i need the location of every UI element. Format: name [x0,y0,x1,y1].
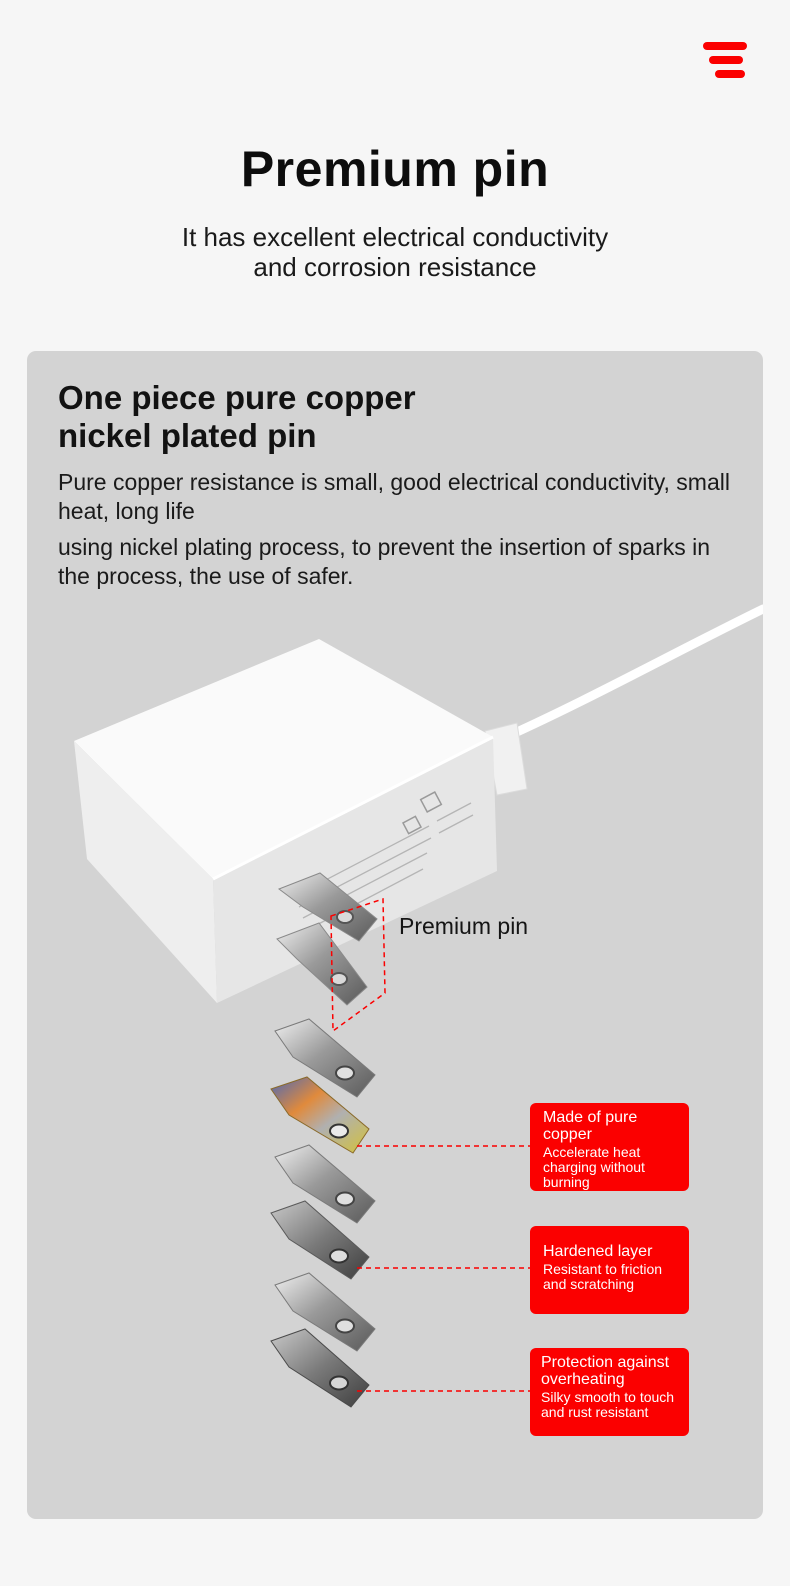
card-title-line-1: One piece pure copper [58,379,416,416]
adapter-body [74,639,497,1003]
feature-card: One piece pure copper nickel plated pin … [27,351,763,1519]
callout-pure-copper: Made of pure copper Accelerate heat char… [530,1103,689,1191]
callout-leaders [357,1145,530,1392]
card-description: Pure copper resistance is small, good el… [58,468,748,598]
subtitle-line-1: It has excellent electrical conductivity [181,222,609,252]
callout-heading: Hardened layer [543,1243,653,1260]
pin-label: Premium pin [399,913,529,939]
menu-icon[interactable] [703,42,747,82]
description-paragraph-1: Pure copper resistance is small, good el… [58,469,730,524]
callout-detail: Resistant to friction and scratching [543,1261,663,1292]
callout-heading: Protection against overheating [541,1354,670,1388]
card-title: One piece pure copper nickel plated pin [58,379,738,455]
subtitle-line-2: and corrosion resistance [253,252,537,282]
callout-detail: Accelerate heat charging without burning [543,1144,645,1190]
description-paragraph-2: using nickel plating process, to prevent… [58,534,711,589]
cable [492,604,763,746]
callout-detail: Silky smooth to touch and rust resistant [541,1389,675,1420]
callout-hardened-layer: Hardened layer Resistant to friction and… [530,1226,689,1314]
callout-overheating-protection: Protection against overheating Silky smo… [530,1348,689,1436]
card-title-line-2: nickel plated pin [58,417,317,454]
pin-highlight-outline [330,897,386,1033]
callout-heading: Made of pure copper [543,1109,638,1143]
adapter-illustration [74,604,763,1408]
page-title: Premium pin [240,141,550,197]
page-subtitle: It has excellent electrical conductivity… [0,222,790,282]
exploded-pins [270,1018,376,1408]
adapter-prongs [276,872,378,1006]
